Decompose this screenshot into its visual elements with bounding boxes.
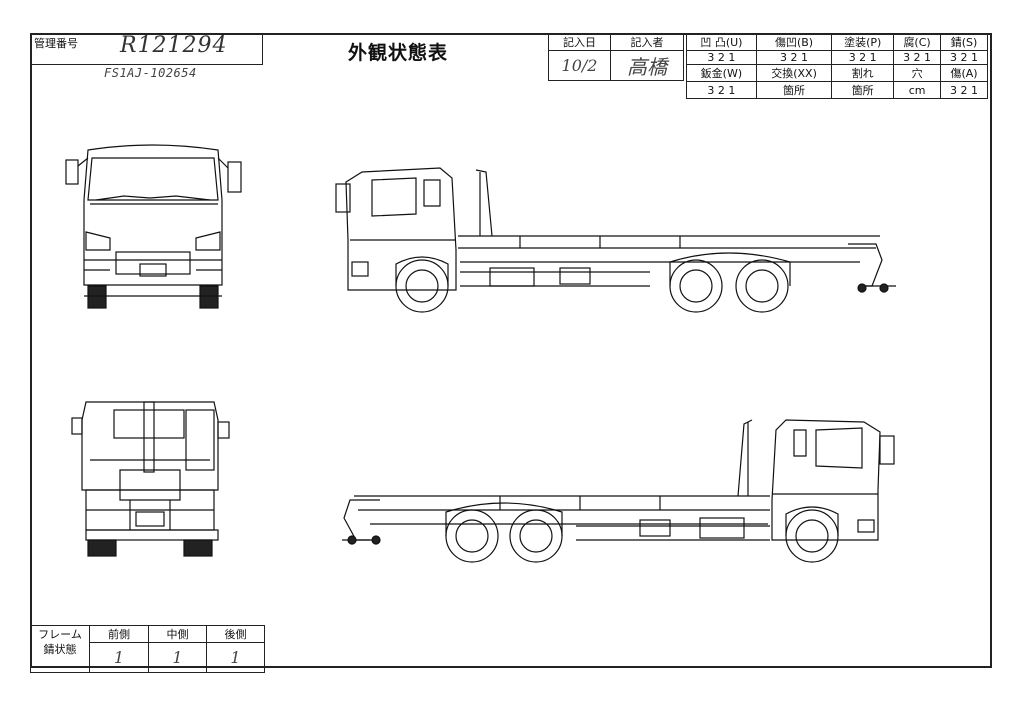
legend-header: 割れ	[831, 64, 895, 82]
legend-scale: 3 2 1	[686, 81, 757, 99]
entry-writer-value: 高橋	[610, 50, 684, 81]
damage-legend-table: 凹 凸(U) 傷凹(B) 塗装(P) 腐(C) 錆(S) 3 2 1 3 2 1…	[686, 33, 988, 99]
chassis-number: FS1AJ-102654	[104, 66, 197, 80]
legend-header: 傷凹(B)	[755, 33, 833, 51]
frame-rust-value-rear: 1	[206, 642, 265, 673]
legend-scale: 3 2 1	[940, 81, 988, 99]
entry-table: 記入日 記入者 10/2 高橋	[547, 33, 684, 81]
frame-rust-label-line2: 錆状態	[43, 643, 77, 656]
truck-left-side-view	[335, 167, 896, 313]
frame-rust-label-line1: フレーム	[38, 628, 82, 641]
frame-rust-value-middle: 1	[148, 642, 207, 673]
frame-rust-header-rear: 後側	[206, 625, 265, 643]
control-number-box	[30, 33, 263, 65]
page-title: 外観状態表	[348, 42, 449, 64]
legend-header: 鈑金(W)	[686, 64, 757, 82]
entry-date-value: 10/2	[547, 50, 612, 81]
legend-header: 塗装(P)	[831, 33, 895, 51]
control-number-value: R121294	[120, 33, 228, 58]
legend-scale: 3 2 1	[755, 50, 833, 65]
entry-date-label: 記入日	[547, 33, 612, 51]
legend-scale: 3 2 1	[686, 50, 757, 65]
truck-rear-view	[71, 401, 230, 557]
legend-scale: 3 2 1	[940, 50, 988, 65]
control-number-label: 管理番号	[34, 37, 78, 50]
frame-rust-label: フレーム 錆状態	[30, 625, 90, 673]
frame-rust-header-front: 前側	[89, 625, 149, 643]
legend-scale: 箇所	[755, 81, 833, 99]
truck-front-view	[65, 144, 242, 309]
truck-right-side-view	[342, 419, 895, 563]
legend-scale: 箇所	[831, 81, 895, 99]
frame-rust-header-middle: 中側	[148, 625, 207, 643]
frame-rust-value-front: 1	[89, 642, 149, 673]
inspection-sheet	[30, 33, 992, 668]
legend-scale: 3 2 1	[893, 50, 942, 65]
frame-rust-table: フレーム 錆状態 前側 中側 後側 1 1 1	[30, 625, 265, 673]
